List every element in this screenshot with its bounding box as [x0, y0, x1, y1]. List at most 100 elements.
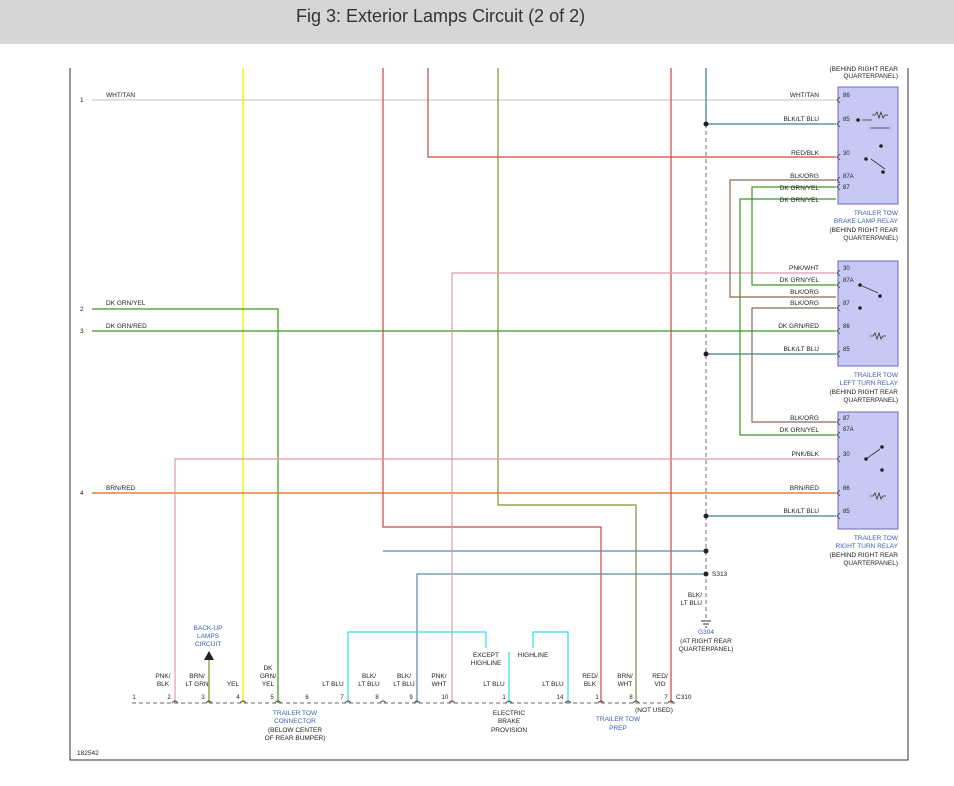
backup-label-1: BACK-UP — [194, 625, 223, 632]
left-pin-86: 86 — [843, 324, 850, 330]
left-pin-1: 1 — [80, 97, 84, 104]
left-relay-label-1: TRAILER TOW — [854, 372, 899, 379]
right-relay-loc-1: (BEHIND RIGHT REAR — [830, 552, 899, 559]
brake-pin-87: 87 — [843, 185, 850, 191]
wire-pnk-wht — [451, 272, 836, 703]
splice-label: S313 — [712, 571, 728, 578]
conn-wire-3b: LT GRN — [185, 681, 209, 688]
wire-dkgrn-yel-x1 — [751, 186, 836, 286]
conn-pin-tp1: 1 — [595, 695, 599, 701]
brake-pin-86: 86 — [843, 93, 850, 99]
brake-wire-87b: DK GRN/YEL — [780, 197, 820, 204]
backup-arrow-icon — [204, 651, 214, 660]
brake-relay-loc-1: (BEHIND RIGHT REAR — [830, 227, 899, 234]
left-wire-4: BRN/RED — [106, 485, 136, 492]
right-relay-label-2: RIGHT TURN RELAY — [836, 543, 899, 550]
conn-pin-8: 8 — [375, 695, 379, 701]
left-wire-blkorg-1: BLK/ORG — [790, 289, 819, 296]
brake-wire-87a: BLK/ORG — [790, 173, 819, 180]
brake-relay-label-1: TRAILER TOW — [854, 210, 899, 217]
conn-pin-eb14: 14 — [557, 695, 564, 701]
conn-wire-3a: BRN/ — [189, 673, 205, 680]
left-wire-85: BLK/LT BLU — [783, 346, 819, 353]
junction-dots — [703, 121, 709, 577]
ebp-label-2: BRAKE — [498, 718, 521, 725]
figure-title: Fig 3: Exterior Lamps Circuit (2 of 2) — [296, 6, 586, 26]
conn-pin-tp8: 8 — [629, 695, 633, 701]
conn-wire-2a: PNK/ — [155, 673, 170, 680]
brake-wire-86: WHT/TAN — [790, 92, 819, 99]
right-pin-86: 86 — [843, 486, 850, 492]
ground-id: G304 — [698, 629, 714, 636]
right-wire-85: BLK/LT BLU — [783, 508, 819, 515]
right-pin-87a: 87A — [843, 427, 854, 433]
right-pin-85: 85 — [843, 509, 850, 515]
left-pin-2: 2 — [80, 306, 84, 313]
relay-left-turn — [837, 260, 899, 367]
backup-label-2: LAMPS — [197, 633, 220, 640]
conn-wire-10b: WHT — [432, 681, 447, 688]
brake-wire-30: RED/BLK — [791, 150, 819, 157]
ground-wire-1: BLK/ — [688, 592, 702, 599]
wire-dkgrn-yel-x2 — [739, 198, 836, 436]
connector-terminals — [171, 700, 675, 704]
wire-dkgrn-yel — [92, 308, 279, 703]
wire-cyan-left — [347, 631, 487, 703]
conn-wire-tp8a: BRN/ — [617, 673, 633, 680]
except-label-1: EXCEPT — [473, 652, 499, 659]
ttp-label-1: TRAILER TOW — [596, 716, 641, 723]
brake-wire-85: BLK/LT BLU — [783, 116, 819, 123]
conn-wire-tp8b: WHT — [618, 681, 633, 688]
highline-label: HIGHLINE — [518, 652, 549, 659]
brake-pin-87a: 87A — [843, 174, 854, 180]
diagram-id: 182542 — [77, 750, 99, 757]
conn-pin-5: 5 — [270, 695, 274, 701]
conn-wire-4: YEL — [227, 681, 240, 688]
left-pin-4: 4 — [80, 490, 84, 497]
ttc-label-1: TRAILER TOW — [273, 710, 318, 717]
ground-wire-2: LT BLU — [681, 600, 703, 607]
brake-relay-label-2: BRAKE LAMP RELAY — [834, 218, 899, 225]
conn-wire-eb14: LT BLU — [542, 681, 564, 688]
right-wire-30: PNK/BLK — [792, 451, 820, 458]
conn-wire-10a: PNK/ — [431, 673, 446, 680]
wire-pnk-blk — [174, 458, 836, 703]
ttc-label-3: (BELOW CENTER — [268, 727, 322, 734]
ground-loc-2: QUARTERPANEL) — [679, 646, 734, 653]
conn-wire-8b: LT BLU — [358, 681, 380, 688]
except-label-2: HIGHLINE — [471, 660, 502, 667]
relay-right-turn — [837, 411, 899, 530]
conn-pin-1: 1 — [132, 695, 136, 701]
figure-header: Fig 3: Exterior Lamps Circuit (2 of 2) — [0, 0, 954, 44]
c310-label: C310 — [676, 694, 692, 701]
conn-wire-tp1a: RED/ — [582, 673, 598, 680]
left-pin-87a: 87A — [843, 278, 854, 284]
left-relay-label-2: LEFT TURN RELAY — [840, 380, 899, 387]
brake-relay-loc-2: QUARTERPANEL) — [843, 235, 898, 242]
left-pin-85: 85 — [843, 347, 850, 353]
conn-wire-tp7a: RED/ — [652, 673, 668, 680]
conn-wire-9b: LT BLU — [393, 681, 415, 688]
left-wire-87: BLK/ORG — [790, 300, 819, 307]
conn-wire-tp1b: BLK — [584, 681, 597, 688]
conn-wire-5b: GRN/ — [260, 673, 276, 680]
wire-red-blk-relay — [427, 68, 836, 158]
right-relay-label-1: TRAILER TOW — [854, 535, 899, 542]
ground-loc-1: (AT RIGHT REAR — [680, 638, 732, 645]
wire-brn-wht — [497, 68, 637, 703]
conn-wire-5c: YEL — [262, 681, 275, 688]
ttc-label-4: OF REAR BUMPER) — [265, 735, 326, 742]
backup-label-3: CIRCUIT — [195, 641, 221, 648]
right-pin-87: 87 — [843, 416, 850, 422]
conn-pin-9: 9 — [409, 695, 413, 701]
left-wire-87a: DK GRN/YEL — [780, 277, 820, 284]
brake-pin-85: 85 — [843, 117, 850, 123]
not-used-label: (NOT USED) — [635, 707, 673, 714]
ttc-label-2: CONNECTOR — [274, 718, 316, 725]
right-pin-30: 30 — [843, 452, 850, 458]
right-wire-86: BRN/RED — [790, 485, 820, 492]
wire-blk-ltblu-9 — [416, 573, 706, 703]
conn-wire-8a: BLK/ — [362, 673, 376, 680]
conn-wire-5a: DK — [263, 665, 273, 672]
